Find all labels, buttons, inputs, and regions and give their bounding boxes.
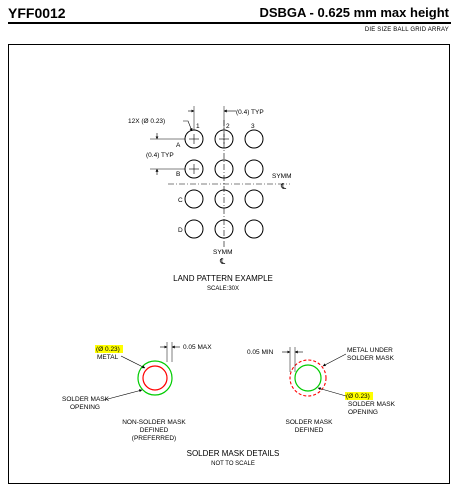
smd-detail: 0.05 MIN METAL UNDER SOLDER MASK (Ø 0.23… <box>247 347 396 434</box>
smd-metal-under-mask <box>289 359 327 397</box>
smd-opening-dim-highlight <box>345 392 373 400</box>
nsmd-type-2: DEFINED <box>140 427 169 434</box>
smd-min-dim: 0.05 MIN <box>247 349 274 356</box>
package-subtitle: DIE SIZE BALL GRID ARRAY <box>364 27 449 33</box>
row-label-d: D <box>178 227 183 234</box>
column-label-1: 1 <box>196 123 200 130</box>
nsmd-metal-label: METAL <box>97 354 119 361</box>
smd-metal-under-label-1: METAL UNDER <box>347 347 393 354</box>
nsmd-opening-label-2: OPENING <box>70 404 100 411</box>
pad-c2 <box>214 189 234 209</box>
nsmd-opening-label-1: SOLDER MASK <box>62 396 110 403</box>
pad-c1 <box>184 189 204 209</box>
row-label-a: A <box>176 142 181 149</box>
land-pattern-title: LAND PATTERN EXAMPLE <box>173 274 273 283</box>
nsmd-metal-pad <box>142 365 168 391</box>
pitch-side-label: (0.4) TYP <box>146 152 174 159</box>
pad-grid <box>184 129 264 239</box>
smd-metal-under-label-2: SOLDER MASK <box>347 355 395 362</box>
solder-mask-scale: NOT TO SCALE <box>211 461 255 467</box>
ball-count-label: 12X (Ø 0.23) <box>128 118 165 125</box>
column-label-2: 2 <box>226 123 230 130</box>
pad-b2 <box>214 159 234 179</box>
symm-bottom-mark: ℄ <box>219 257 226 266</box>
nsmd-max-dim: 0.05 MAX <box>183 344 212 351</box>
nsmd-type-1: NON-SOLDER MASK <box>122 419 186 426</box>
pad-d3 <box>244 219 264 239</box>
pad-d1 <box>184 219 204 239</box>
smd-opening-label-2: OPENING <box>348 409 378 416</box>
symm-right-label: SYMM <box>272 173 292 180</box>
nsmd-detail: (Ø 0.23) METAL 0.05 MAX SOLDER MASK OPEN… <box>62 342 212 442</box>
land-pattern-scale: SCALE:30X <box>207 286 239 292</box>
row-label-b: B <box>176 171 180 178</box>
pad-crosshairs <box>189 134 229 174</box>
column-label-3: 3 <box>251 123 255 130</box>
smd-opening-label-1: SOLDER MASK <box>348 401 396 408</box>
symm-bottom-label: SYMM <box>213 249 233 256</box>
land-pattern-view: (0.4) TYP (0.4) TYP 12X (Ø 0.23) 1 2 3 A… <box>128 106 292 292</box>
nsmd-metal-dim-highlight <box>95 345 123 353</box>
smd-opening-dim: (Ø 0.23) <box>346 393 370 400</box>
smd-type-2: DEFINED <box>295 427 324 434</box>
pitch-top-label: (0.4) TYP <box>236 109 264 116</box>
pad-b3 <box>244 159 264 179</box>
pad-c3 <box>244 189 264 209</box>
nsmd-type-3: (PREFERRED) <box>132 435 176 442</box>
nsmd-solder-mask-opening <box>137 360 173 396</box>
solder-mask-title: SOLDER MASK DETAILS <box>187 449 280 458</box>
package-code: YFF0012 <box>8 5 66 21</box>
header-rule <box>8 22 451 24</box>
smd-type-1: SOLDER MASK <box>286 419 334 426</box>
symm-right-mark: ℄ <box>280 182 287 191</box>
pad-a3 <box>244 129 264 149</box>
package-title: DSBGA - 0.625 mm max height <box>259 5 449 20</box>
row-label-c: C <box>178 197 183 204</box>
smd-solder-mask-opening <box>294 364 322 392</box>
pad-d2 <box>214 219 234 239</box>
nsmd-metal-dim: (Ø 0.23) <box>96 346 120 353</box>
